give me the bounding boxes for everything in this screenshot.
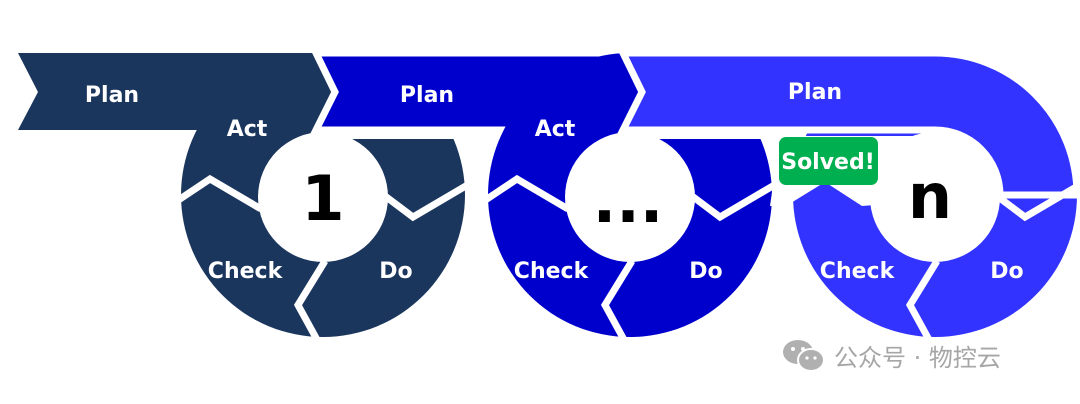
cycle-center-3	[870, 132, 1000, 262]
cycle-number-3: n	[908, 160, 952, 233]
separator-act-check-1	[163, 174, 263, 213]
badge-solved: Solved!	[779, 137, 878, 185]
check-label-2: Check	[514, 259, 590, 284]
cycle-number-2: ...	[593, 164, 664, 237]
check-label-1: Check	[208, 259, 284, 284]
separator-do-check-3	[905, 259, 940, 349]
separator-do-check-2	[600, 259, 635, 349]
separator-act-check-2	[470, 174, 570, 213]
check-label-3: Check	[820, 259, 896, 284]
do-label-2: Do	[689, 259, 722, 284]
plan-label-1: Plan	[85, 83, 139, 108]
watermark: 公众号 · 物控云	[782, 338, 1001, 373]
act-label-2: Act	[535, 117, 576, 142]
cycle-number-1: 1	[301, 162, 344, 235]
plan-label-2: Plan	[400, 83, 454, 108]
do-label-3: Do	[990, 259, 1023, 284]
cycle-center-1	[258, 132, 388, 262]
plan-label-3: Plan	[788, 80, 842, 105]
separator-do-check-1	[293, 259, 328, 349]
watermark-text: 公众号 · 物控云	[834, 344, 1001, 372]
cycle-center-2	[565, 132, 695, 262]
badge-solved-label: Solved!	[781, 150, 875, 175]
act-label-1: Act	[227, 117, 268, 142]
do-label-1: Do	[379, 259, 412, 284]
wechat-icon	[783, 339, 825, 372]
